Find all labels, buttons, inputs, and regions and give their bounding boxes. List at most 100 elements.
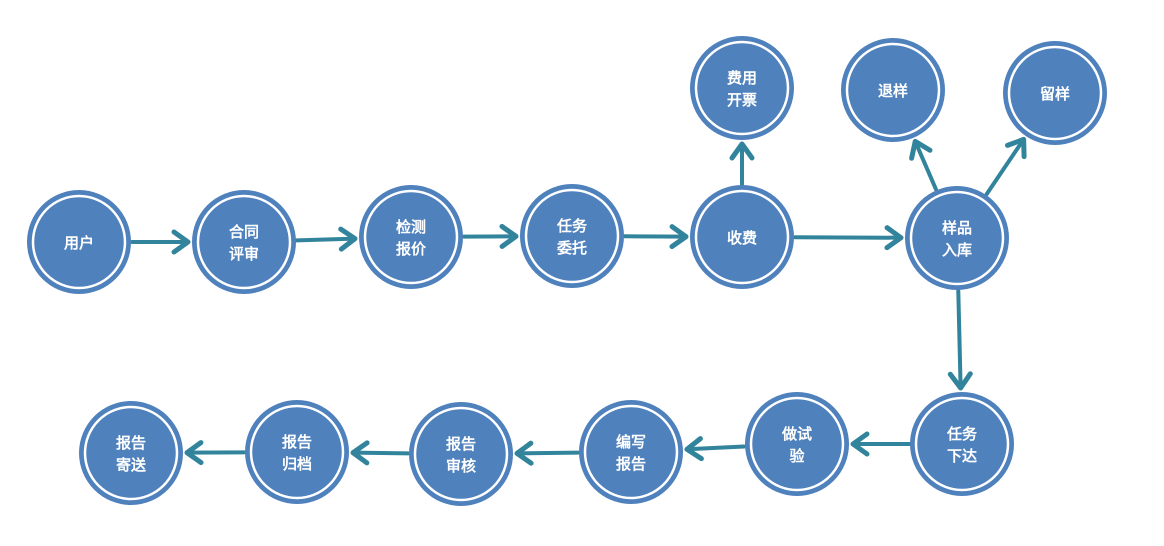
arrow-charge-to-sample_storage	[792, 225, 904, 251]
node-label: 收费	[727, 229, 757, 247]
node-circle	[690, 36, 794, 140]
node-charge[interactable]: 收费	[690, 185, 794, 289]
arrow-line	[294, 236, 358, 243]
edges-layer	[130, 136, 1027, 466]
node-circle	[905, 186, 1009, 290]
node-label: 检测	[396, 218, 426, 236]
arrowhead-icon	[338, 226, 358, 252]
arrowhead-icon	[171, 229, 191, 255]
arrow-test_quote-to-task_commission	[461, 223, 519, 249]
node-ring	[1007, 45, 1103, 141]
arrow-task_issue-to-do_test	[850, 431, 911, 457]
nodes-layer: 用户合同评审检测报价任务委托收费费用开票样品入库退样留样任务下达做试验编写报告报…	[27, 36, 1107, 506]
arrowhead-icon	[850, 431, 870, 457]
node-circle	[690, 185, 794, 289]
arrow-do_test-to-write_report	[684, 436, 747, 462]
node-label: 审核	[446, 457, 476, 475]
node-circle	[579, 400, 683, 504]
node-circle	[745, 392, 849, 496]
node-ring	[694, 189, 790, 285]
arrowhead-icon	[350, 440, 370, 466]
node-circle	[245, 400, 349, 504]
node-label: 寄送	[116, 456, 147, 474]
arrowhead-icon	[909, 138, 933, 161]
node-label: 用户	[64, 234, 94, 252]
arrow-write_report-to-report_review	[514, 440, 581, 466]
arrowhead-icon	[184, 440, 204, 466]
node-label: 报价	[396, 240, 427, 258]
node-label: 任务	[556, 217, 588, 235]
node-label: 报告	[446, 435, 476, 453]
arrowhead-icon	[1005, 136, 1027, 160]
node-label: 入库	[942, 241, 972, 259]
node-label: 任务	[946, 425, 978, 443]
node-ring	[694, 40, 790, 136]
node-do-test[interactable]: 做试验	[745, 392, 849, 496]
arrowhead-icon	[514, 440, 534, 466]
arrow-report_review-to-report_archive	[350, 440, 411, 466]
node-label: 费用	[727, 69, 757, 87]
arrow-sample_storage-to-retain_sample	[984, 136, 1027, 197]
node-ring	[196, 194, 292, 290]
node-label: 报告	[616, 455, 646, 473]
node-label: 报告	[116, 434, 146, 452]
node-label: 样品	[942, 219, 972, 237]
node-circle	[841, 38, 945, 142]
node-ring	[845, 42, 941, 138]
node-return-sample[interactable]: 退样	[841, 38, 945, 142]
arrowhead-icon	[669, 224, 689, 250]
node-circle	[192, 190, 296, 294]
node-ring	[249, 404, 345, 500]
arrowhead-icon	[499, 223, 519, 249]
node-ring	[83, 405, 179, 501]
arrow-line	[913, 139, 938, 192]
arrow-line	[514, 450, 581, 456]
node-circle	[1003, 41, 1107, 145]
node-label: 委托	[557, 239, 587, 257]
arrow-charge-to-invoice	[729, 141, 755, 186]
node-circle	[409, 402, 513, 506]
node-label: 合同	[228, 223, 259, 241]
node-label: 评审	[229, 245, 259, 263]
arrow-line	[956, 288, 963, 391]
arrow-line	[350, 450, 411, 456]
node-label: 开票	[727, 91, 757, 109]
node-label: 验	[789, 447, 805, 465]
node-label: 归档	[282, 455, 312, 473]
node-circle	[910, 392, 1014, 496]
node-ring	[914, 396, 1010, 492]
node-ring	[31, 194, 127, 290]
node-retain-sample[interactable]: 留样	[1003, 41, 1107, 145]
arrowhead-icon	[684, 436, 704, 462]
arrow-line	[984, 137, 1026, 197]
node-user[interactable]: 用户	[27, 190, 131, 294]
node-ring	[413, 406, 509, 502]
arrowhead-icon	[729, 141, 755, 161]
node-label: 退样	[878, 82, 908, 100]
node-circle	[520, 184, 624, 288]
node-label: 下达	[947, 447, 977, 465]
arrowhead-icon	[947, 371, 973, 391]
node-ring	[363, 189, 459, 285]
node-label: 编写	[616, 433, 646, 451]
node-ring	[749, 396, 845, 492]
node-label: 留样	[1040, 85, 1070, 103]
arrow-report_archive-to-report_send	[184, 440, 247, 466]
arrowhead-icon	[884, 225, 904, 251]
node-ring	[909, 190, 1005, 286]
node-ring	[524, 188, 620, 284]
node-label: 做试	[781, 425, 812, 443]
node-ring	[583, 404, 679, 500]
node-label: 报告	[282, 433, 312, 451]
